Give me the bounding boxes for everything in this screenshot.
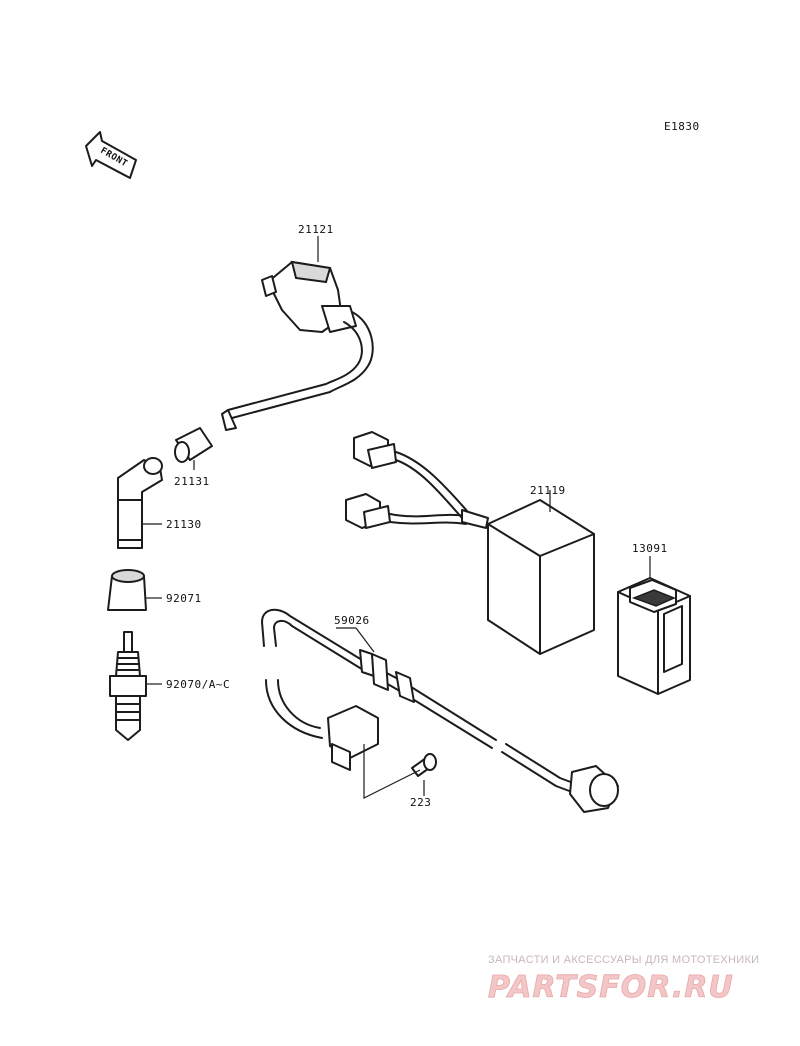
label-21121: 21121 [298, 223, 334, 236]
spark-plug: 92070/A~C [109, 631, 230, 741]
watermark-brand: PARTSFOR.RU [488, 970, 734, 1005]
igniter-unit: 21119 [345, 431, 595, 655]
front-arrow-icon: FRONT [85, 131, 137, 179]
label-21119: 21119 [530, 484, 566, 497]
plug-cap-core: 21131 [174, 427, 213, 488]
pickup-coil-assembly: 59026 [261, 608, 619, 813]
ignition-coil: 21121 [221, 223, 374, 431]
label-59026: 59026 [334, 614, 370, 627]
spark-plug-cap: 21130 [117, 457, 202, 549]
label-92070: 92070/A~C [166, 678, 230, 691]
igniter-holder: 13091 [617, 542, 691, 695]
diagram-code: E1830 [664, 120, 700, 133]
label-21130: 21130 [166, 518, 202, 531]
rubber-cap: 92071 [107, 569, 202, 611]
label-13091: 13091 [632, 542, 668, 555]
watermark: ЗАПЧАСТИ И АКСЕССУАРЫ ДЛЯ МОТОТЕХНИКИ PA… [488, 954, 759, 1005]
label-223: 223 [410, 796, 431, 809]
bolt: 223 [363, 744, 437, 809]
label-92071: 92071 [166, 592, 202, 605]
label-21131: 21131 [174, 475, 210, 488]
watermark-tagline: ЗАПЧАСТИ И АКСЕССУАРЫ ДЛЯ МОТОТЕХНИКИ [488, 954, 759, 966]
